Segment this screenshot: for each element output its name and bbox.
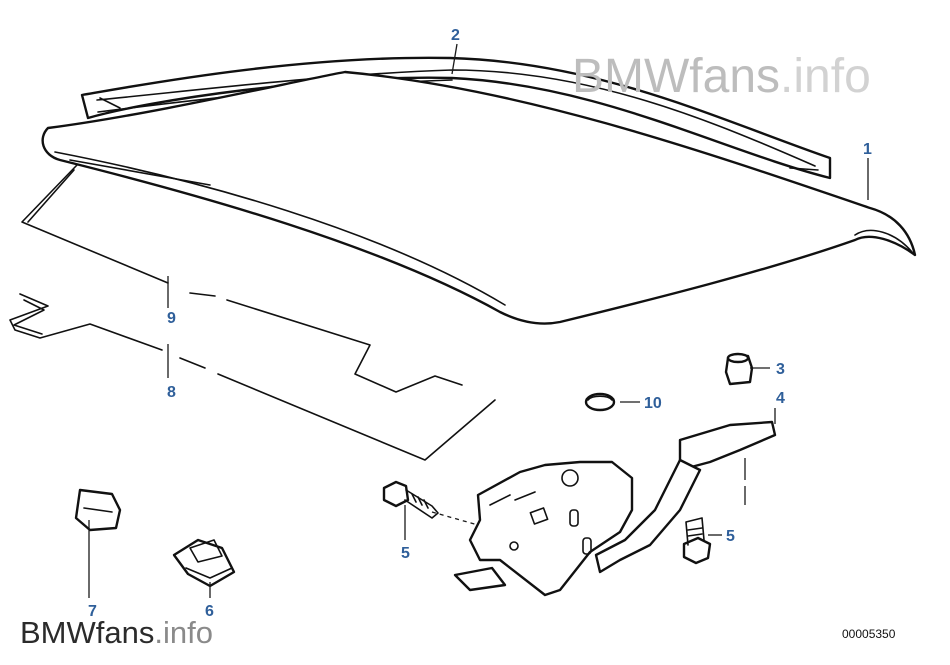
- callout-labels: 1 2 3 4 5 5 6 7 8 9 10: [88, 27, 872, 620]
- callout-4: 4: [776, 390, 785, 407]
- svg-text:BMWfans.info: BMWfans.info: [572, 50, 871, 103]
- watermark-top: BMWfans.info: [572, 50, 871, 103]
- clip-nut: [172, 538, 236, 588]
- watermark-bottom-brand: BMWfans: [20, 615, 154, 650]
- callout-6: 6: [205, 603, 214, 620]
- watermark-bottom: BMWfans.info: [20, 615, 213, 650]
- trunk-lid: [41, 70, 917, 325]
- callout-10: 10: [644, 395, 662, 412]
- callout-3: 3: [776, 361, 785, 378]
- callout-7: 7: [88, 603, 97, 620]
- watermark-top-brand: BMWfans: [572, 50, 780, 103]
- hinge-assembly: [453, 420, 777, 597]
- watermark-bottom-suffix: .info: [154, 615, 213, 650]
- watermark-top-suffix: .info: [780, 50, 871, 103]
- clip: [74, 488, 122, 532]
- document-number: 00005350: [842, 627, 896, 641]
- leader-lines: [88, 43, 869, 598]
- callout-9: 9: [167, 310, 176, 327]
- support-rod-lower: [9, 293, 496, 461]
- bolt-left: [382, 480, 439, 519]
- callout-2: 2: [451, 27, 460, 44]
- callout-5-right: 5: [726, 528, 735, 545]
- bolt-right: [682, 517, 712, 565]
- support-rod-upper: [21, 164, 463, 393]
- callout-8: 8: [167, 384, 176, 401]
- callout-5-left: 5: [401, 545, 410, 562]
- svg-text:BMWfans.info: BMWfans.info: [20, 615, 213, 650]
- buffer: [724, 352, 754, 386]
- callout-1: 1: [863, 141, 872, 158]
- plug: [584, 392, 616, 412]
